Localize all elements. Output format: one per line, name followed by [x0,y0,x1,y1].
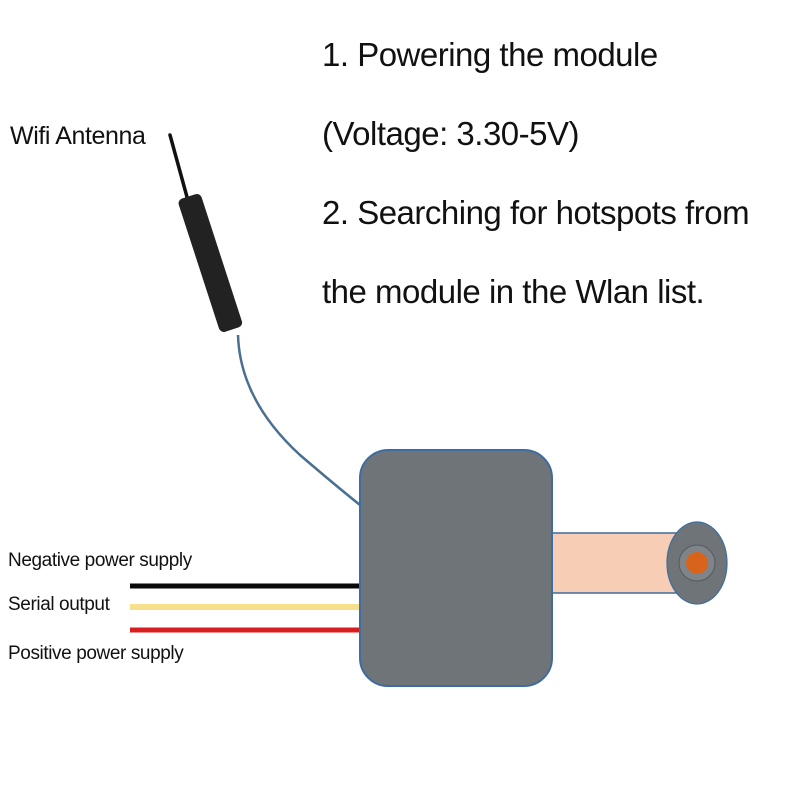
instruction-line-2: (Voltage: 3.30-5V) [322,115,580,152]
instruction-line-3: 2. Searching for hotspots from [322,194,750,231]
antenna-body [178,193,243,332]
instruction-line-1: 1. Powering the module [322,36,658,73]
instruction-line-4: the module in the Wlan list. [322,273,705,310]
wire-label-negative: Negative power supply [8,550,192,571]
antenna-tip [168,133,189,199]
antenna-cable [236,334,361,506]
wire-label-positive: Positive power supply [8,643,184,664]
wire-label-serial: Serial output [8,594,110,615]
antenna-label: Wifi Antenna [10,122,146,150]
lens-center [686,552,708,574]
module-body [359,449,553,687]
